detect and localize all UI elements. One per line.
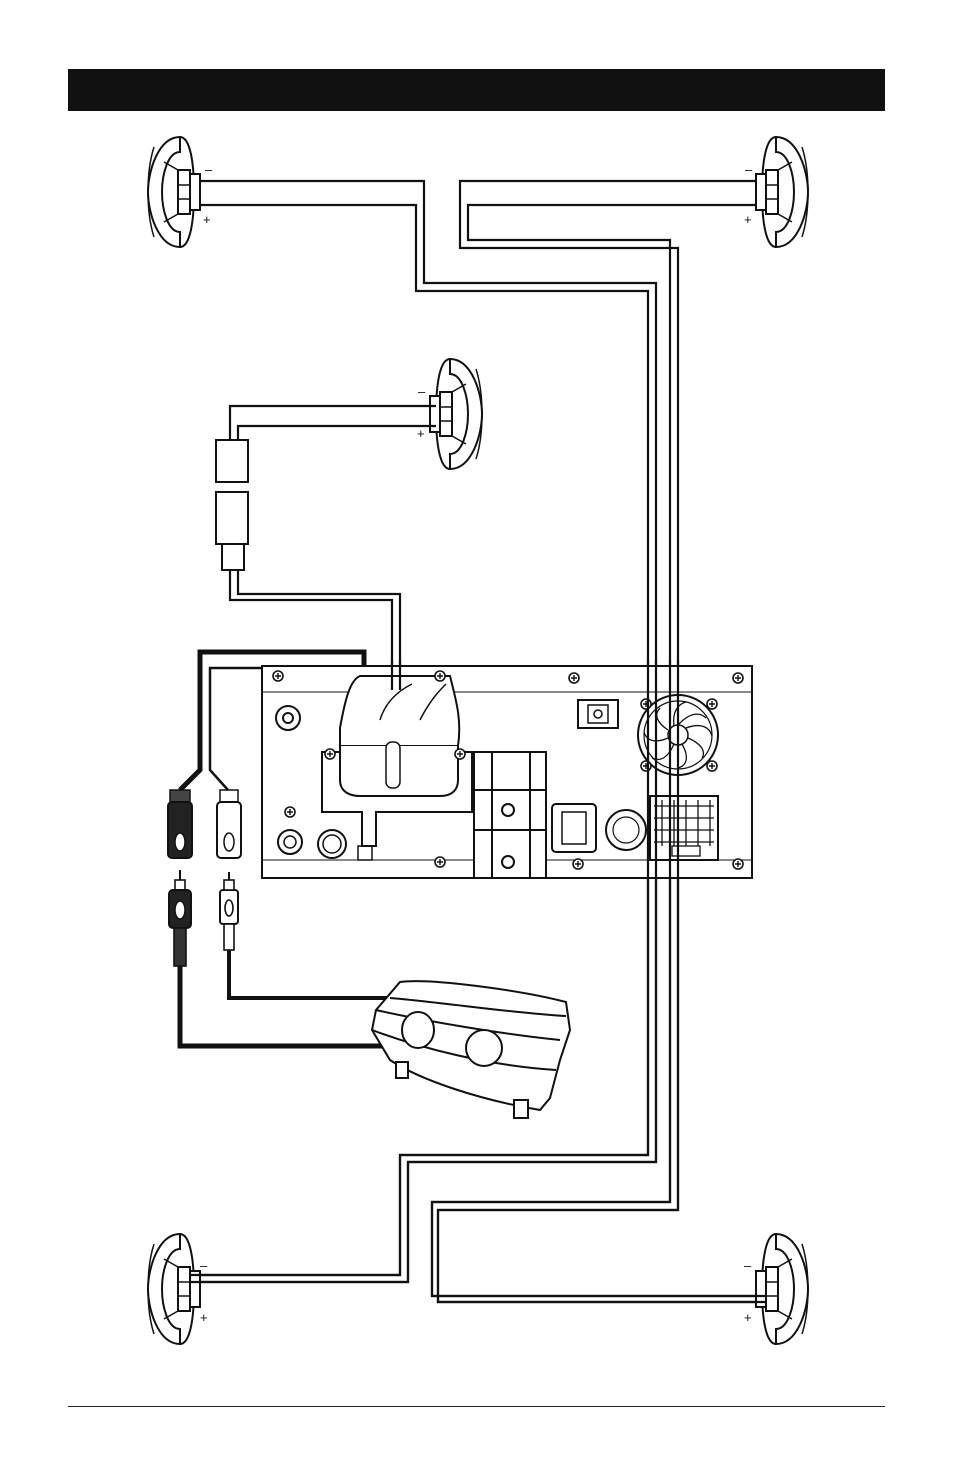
speaker-pos-label: + bbox=[200, 1310, 208, 1325]
speaker-rear-left: – + bbox=[148, 1234, 208, 1344]
speaker-neg-label: – bbox=[745, 162, 753, 177]
speaker-front-right: – + bbox=[744, 137, 808, 247]
speaker-front-left: – + bbox=[148, 137, 213, 247]
speaker-icon bbox=[430, 359, 482, 469]
speaker-rear-right: – + bbox=[744, 1234, 808, 1344]
speaker-pos-label: + bbox=[744, 212, 752, 227]
speaker-icon bbox=[148, 137, 200, 247]
speaker-neg-label: – bbox=[200, 1258, 208, 1273]
speaker-icon bbox=[148, 1234, 200, 1344]
speaker-icon bbox=[756, 137, 808, 247]
rca-connector-icon bbox=[168, 790, 241, 858]
speaker-pos-label: + bbox=[744, 1310, 752, 1325]
speaker-neg-label: – bbox=[205, 162, 213, 177]
footer-rule bbox=[68, 1406, 885, 1407]
speaker-icon bbox=[756, 1234, 808, 1344]
speaker-pos-label: + bbox=[203, 212, 211, 227]
amplifier-icon bbox=[372, 981, 570, 1118]
inline-filter-icon bbox=[216, 440, 248, 570]
speaker-pos-label: + bbox=[417, 426, 425, 441]
speaker-neg-label: – bbox=[744, 1258, 752, 1273]
speaker-neg-label: – bbox=[418, 384, 426, 399]
speaker-center: – + bbox=[417, 359, 482, 469]
center-wire bbox=[230, 406, 436, 688]
